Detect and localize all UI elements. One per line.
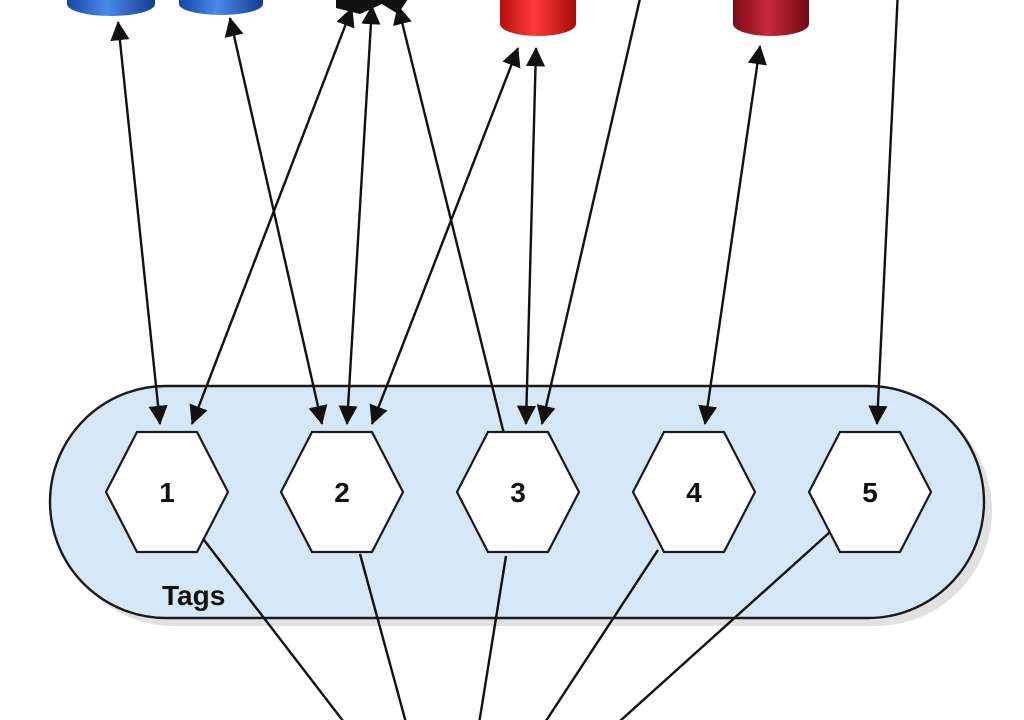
edge-r5-to-tag4 xyxy=(698,45,767,425)
tags-group-label: Tags xyxy=(162,580,225,611)
tag-hexagon xyxy=(631,430,757,554)
edge-r3-to-tag1 xyxy=(189,7,355,425)
edge-tag2-to-bottom xyxy=(358,553,407,720)
tag-label: 1 xyxy=(159,477,175,508)
edge-r4-to-tag3 xyxy=(516,47,546,425)
tag-hexagon xyxy=(279,430,405,554)
tag-label: 3 xyxy=(510,477,526,508)
tag-label: 4 xyxy=(686,477,702,508)
resource-node-blue-2 xyxy=(179,0,263,15)
tag-label: 2 xyxy=(334,477,350,508)
tag-node-1: 1 xyxy=(104,430,230,554)
edges xyxy=(110,0,899,720)
edge-tag3-to-bottom xyxy=(478,555,508,720)
edge-tag4-to-bottom xyxy=(545,549,660,720)
tag-node-5: 5 xyxy=(807,430,933,554)
tag-hexagon xyxy=(104,430,230,554)
edge-offscreen-to-tag3 xyxy=(536,0,641,425)
edge-r3-to-tag2 xyxy=(338,5,381,425)
edge-tag5-to-bottom xyxy=(619,531,831,720)
edge-offscreen-to-tag5 xyxy=(868,0,899,425)
resource-node-black xyxy=(336,0,408,14)
tag-label: 5 xyxy=(862,477,878,508)
edge-r4-to-tag2 xyxy=(369,47,521,425)
tag-node-4: 4 xyxy=(631,430,757,554)
resource-nodes xyxy=(67,0,809,36)
edge-tag1-to-bottom xyxy=(203,539,344,720)
tag-node-2: 2 xyxy=(279,430,405,554)
resource-node-red xyxy=(500,0,576,36)
tag-hexagon xyxy=(807,430,933,554)
resource-node-blue-1 xyxy=(67,0,155,16)
tag-node-3: 3 xyxy=(455,430,581,554)
edge-r2-to-tag2 xyxy=(224,17,328,425)
resource-node-dark-red xyxy=(733,0,809,36)
tag-nodes: 1 2 3 4 5 xyxy=(104,430,933,554)
edge-r1-to-tag1 xyxy=(110,21,168,425)
tag-hexagon xyxy=(455,430,581,554)
